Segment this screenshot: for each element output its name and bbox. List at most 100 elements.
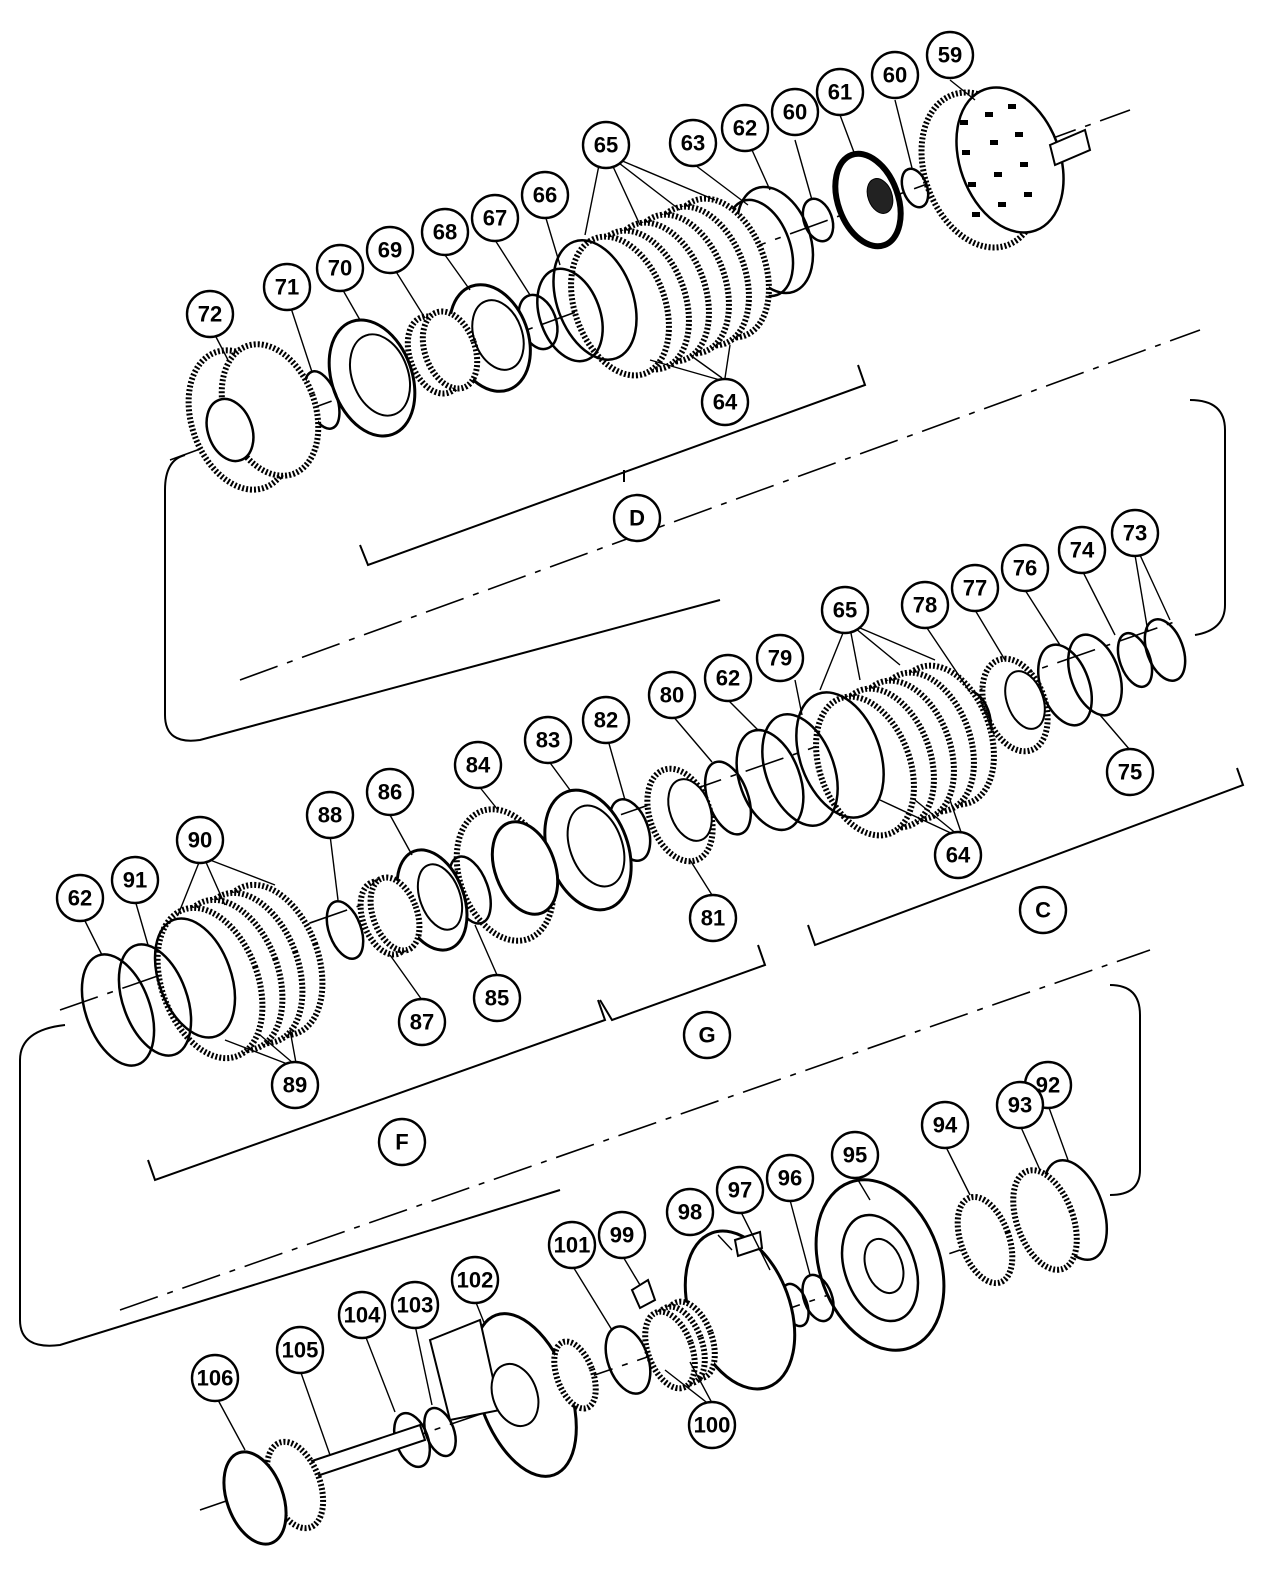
svg-text:79: 79 <box>768 646 792 671</box>
svg-text:91: 91 <box>123 868 147 893</box>
svg-text:101: 101 <box>554 1233 591 1258</box>
part-69-spring <box>404 308 481 397</box>
part-60a <box>900 167 930 209</box>
svg-text:65: 65 <box>594 133 618 158</box>
callout-105: 105 <box>275 1325 325 1375</box>
svg-text:77: 77 <box>963 576 987 601</box>
callout-96: 96 <box>765 1153 815 1203</box>
callout-64: 64 <box>933 830 983 880</box>
svg-text:86: 86 <box>378 780 402 805</box>
svg-text:64: 64 <box>946 843 971 868</box>
row1-parts <box>185 86 1092 493</box>
row2-parts <box>325 618 1187 960</box>
svg-text:62: 62 <box>716 666 740 691</box>
group-labels: D C G F <box>377 493 1068 1167</box>
callout-70: 70 <box>315 243 365 293</box>
callout-86: 86 <box>365 767 415 817</box>
part-79 <box>761 713 839 827</box>
svg-text:90: 90 <box>188 828 212 853</box>
part-87-spring <box>357 874 423 958</box>
part-72-gear <box>185 341 322 493</box>
svg-text:74: 74 <box>1070 538 1095 563</box>
callout-82: 82 <box>581 695 631 745</box>
svg-text:F: F <box>395 1130 408 1155</box>
part-95-housing <box>814 1178 946 1352</box>
svg-text:C: C <box>1035 898 1051 923</box>
svg-text:102: 102 <box>457 1268 494 1293</box>
svg-text:69: 69 <box>378 238 402 263</box>
svg-text:84: 84 <box>466 753 491 778</box>
part-60b <box>801 197 835 243</box>
callout-71: 71 <box>262 262 312 312</box>
svg-text:98: 98 <box>678 1200 702 1225</box>
svg-text:60: 60 <box>883 63 907 88</box>
callout-83: 83 <box>523 715 573 765</box>
callout-68: 68 <box>420 207 470 257</box>
callout-62: 62 <box>55 873 105 923</box>
leader-lines <box>81 79 1171 1456</box>
svg-text:105: 105 <box>282 1338 319 1363</box>
part-84-drum <box>453 806 560 944</box>
part-89-90-clutch-pack <box>153 881 326 1062</box>
callout-80: 80 <box>647 670 697 720</box>
svg-text:100: 100 <box>694 1413 731 1438</box>
svg-text:94: 94 <box>933 1113 958 1138</box>
part-62c <box>80 953 156 1067</box>
callout-74: 74 <box>1057 525 1107 575</box>
part-64-65-clutch-pack-row1 <box>552 195 772 379</box>
svg-text:83: 83 <box>536 728 560 753</box>
svg-text:72: 72 <box>198 302 222 327</box>
part-62b <box>735 728 805 832</box>
callout-79: 79 <box>755 633 805 683</box>
part-105-shaft <box>298 1423 427 1482</box>
part-99-fitting <box>630 1278 657 1310</box>
callout-62: 62 <box>720 103 770 153</box>
callout-65: 65 <box>820 585 870 635</box>
callout-60: 60 <box>770 87 820 137</box>
svg-text:65: 65 <box>833 598 857 623</box>
svg-text:62: 62 <box>68 886 92 911</box>
callout-78: 78 <box>900 580 950 630</box>
callout-73: 73 <box>1110 508 1160 558</box>
svg-text:76: 76 <box>1013 556 1037 581</box>
callout-59: 59 <box>925 30 975 80</box>
group-label-d: D <box>612 493 662 543</box>
callout-84: 84 <box>453 740 503 790</box>
svg-text:G: G <box>698 1023 715 1048</box>
connector-loops <box>19 399 1226 1347</box>
callout-103: 103 <box>390 1280 440 1330</box>
part-77-hub <box>979 655 1051 755</box>
svg-text:89: 89 <box>283 1073 307 1098</box>
part-75 <box>1067 633 1123 717</box>
callout-102: 102 <box>450 1255 500 1305</box>
part-73 <box>1143 618 1187 682</box>
callouts: 59 60 61 60 62 63 65 66 67 68 69 70 71 7… <box>55 30 1160 1450</box>
callout-65: 65 <box>581 120 631 170</box>
callout-76: 76 <box>1000 543 1050 593</box>
svg-text:87: 87 <box>410 1010 434 1035</box>
svg-text:62: 62 <box>733 116 757 141</box>
row3-parts <box>80 881 326 1067</box>
group-label-g: G <box>682 1010 732 1060</box>
callout-77: 77 <box>950 563 1000 613</box>
callout-69: 69 <box>365 225 415 275</box>
part-81-82-sprag <box>608 765 716 865</box>
svg-text:96: 96 <box>778 1166 802 1191</box>
svg-text:61: 61 <box>828 80 852 105</box>
callout-88: 88 <box>305 790 355 840</box>
svg-text:68: 68 <box>433 220 457 245</box>
svg-text:97: 97 <box>728 1178 752 1203</box>
callout-106: 106 <box>190 1353 240 1403</box>
part-61-hub <box>832 150 904 250</box>
callout-75: 75 <box>1105 747 1155 797</box>
part-83-housing <box>543 788 633 912</box>
callout-95: 95 <box>830 1130 880 1180</box>
svg-text:73: 73 <box>1123 521 1147 546</box>
svg-text:82: 82 <box>594 708 618 733</box>
part-64-65-clutch-pack-row2 <box>795 662 997 839</box>
svg-text:64: 64 <box>713 390 738 415</box>
group-label-f: F <box>377 1117 427 1167</box>
callout-60: 60 <box>870 50 920 100</box>
callout-100: 100 <box>687 1400 737 1450</box>
callout-64: 64 <box>700 377 750 427</box>
